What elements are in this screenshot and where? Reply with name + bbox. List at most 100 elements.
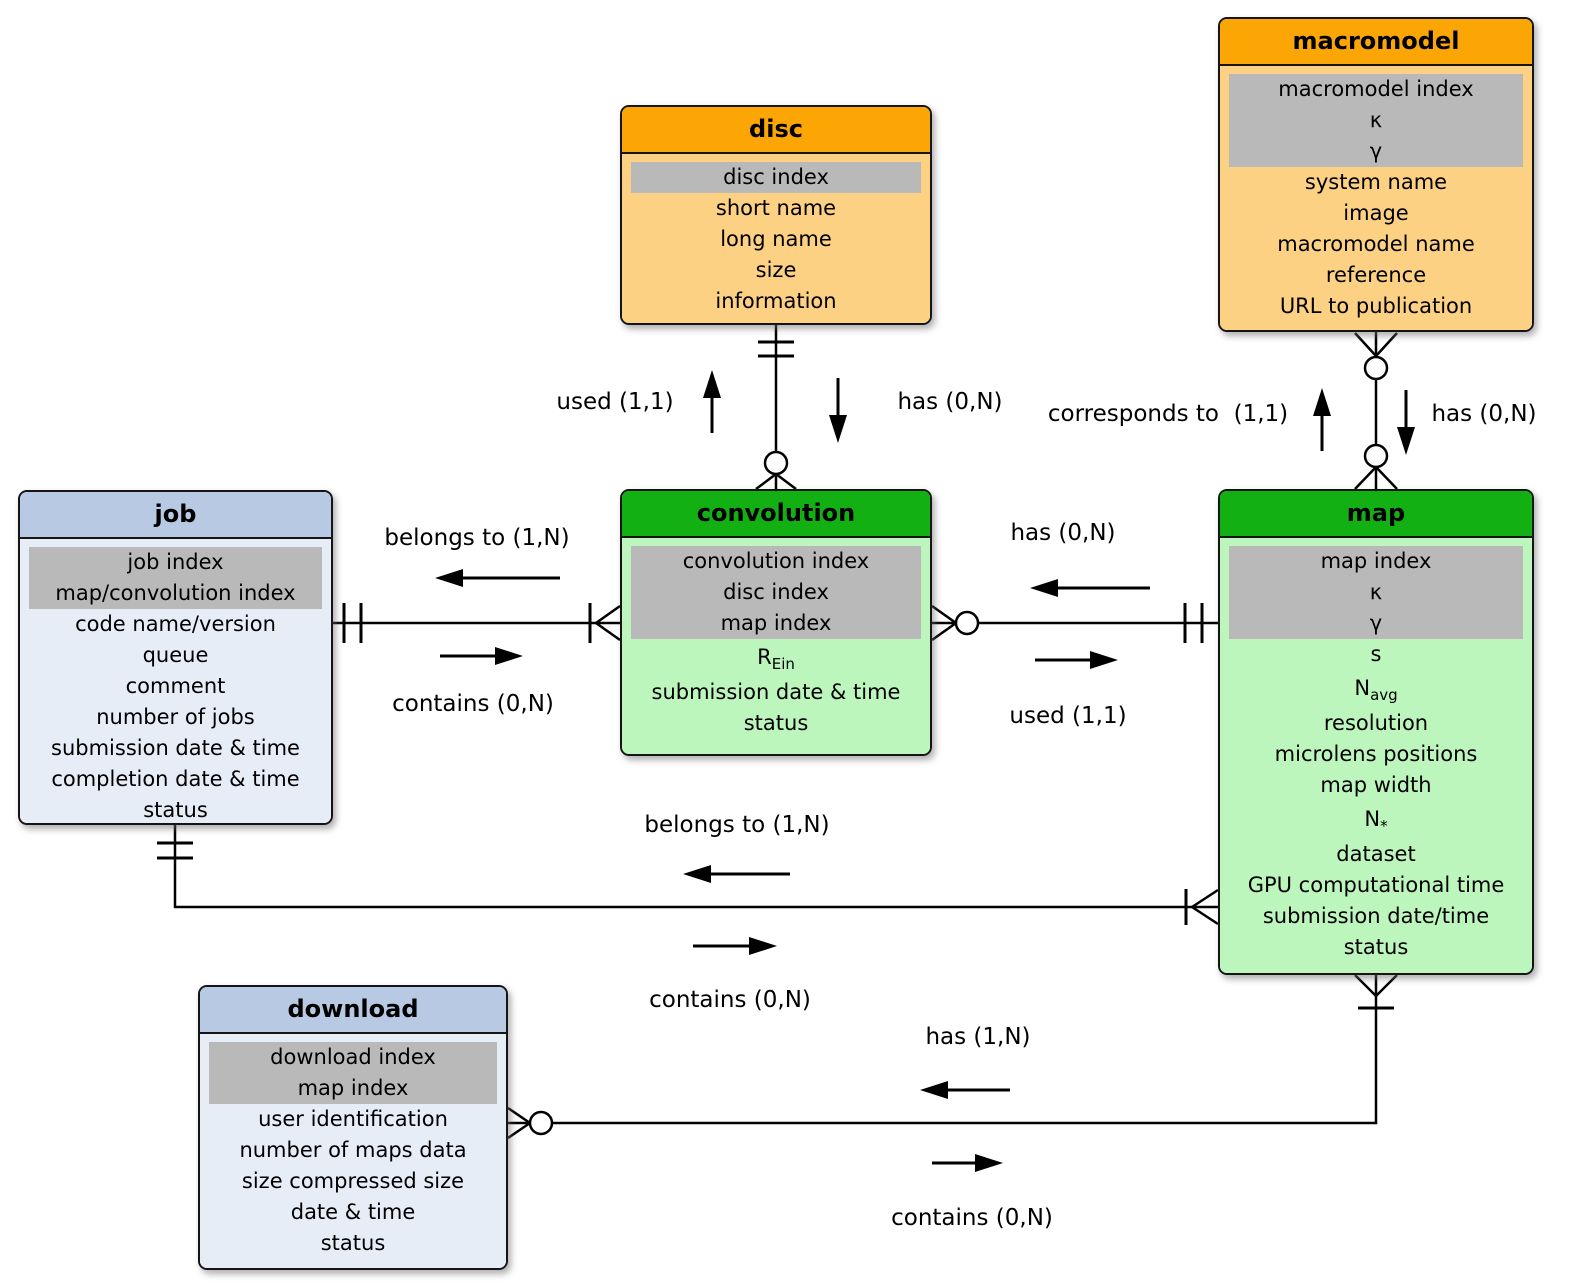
attribute-subscript: avg: [1370, 686, 1398, 705]
crowfoot-icon: [595, 604, 621, 642]
attribute-row: URL to publication: [1279, 294, 1473, 318]
key-attribute-row: job index: [127, 550, 224, 574]
attribute-row: resolution: [1323, 711, 1429, 735]
entity-disc: disc disc index short name long name siz…: [620, 105, 932, 325]
entity-map: map map index κ γ s Navg resolution micr…: [1218, 489, 1534, 975]
attribute-row: submission date & time: [51, 736, 300, 760]
entity-title: macromodel: [1220, 19, 1532, 66]
macromodel-map-connector: [1313, 332, 1415, 490]
relationship-label: has (0,N): [897, 389, 1003, 415]
relationship-label: used (1,1): [1009, 703, 1127, 729]
key-attribute-row: γ: [1369, 611, 1383, 635]
entity-download: download download index map index user i…: [198, 985, 508, 1270]
up-arrow-icon: [703, 370, 721, 433]
relationship-label: used (1,1): [556, 389, 674, 415]
attribute-row: status: [320, 1231, 386, 1255]
attribute-row: information: [715, 289, 837, 313]
attribute-row: map width: [1320, 773, 1432, 797]
relationship-label: has (0,N): [1010, 520, 1116, 546]
entity-convolution: convolution convolution index disc index…: [620, 489, 932, 756]
attribute-row: user identification: [258, 1107, 448, 1131]
key-attribute-row: κ: [1369, 580, 1383, 604]
attribute-row: GPU computational time: [1247, 873, 1505, 897]
key-attribute-row: download index: [270, 1045, 436, 1069]
attribute-row: status: [743, 711, 809, 735]
attribute-row: code name/version: [75, 612, 276, 636]
attribute-row: dataset: [1336, 842, 1416, 866]
one-one-ticks-icon: [342, 603, 363, 643]
relationship-label: contains (0,N): [649, 987, 811, 1013]
relationship-label: contains (0,N): [891, 1205, 1053, 1231]
primary-key-band: map index κ γ: [1229, 546, 1523, 639]
attribute-row: image: [1343, 201, 1409, 225]
relationship-label: contains (0,N): [392, 691, 554, 717]
attribute-row: size: [755, 258, 797, 282]
crowfoot-icon: [1191, 888, 1219, 926]
attribute-row: REin: [622, 639, 930, 677]
job-convolution-connector: [333, 569, 621, 665]
attribute-row: completion date & time: [51, 767, 300, 791]
attribute-row: queue: [142, 643, 209, 667]
attribute-base: N: [1364, 807, 1381, 831]
key-attribute-row: macromodel index: [1278, 77, 1474, 101]
right-arrow-icon: [693, 937, 777, 955]
attribute-row: short name: [715, 196, 837, 220]
map-download-connector: [507, 974, 1398, 1172]
key-attribute-row: convolution index: [682, 549, 870, 573]
primary-key-band: download index map index: [209, 1042, 497, 1104]
one-one-ticks-icon: [157, 841, 193, 860]
optional-circle-icon: [528, 1110, 554, 1136]
primary-key-band: job index map/convolution index: [29, 547, 322, 609]
attribute-row: macromodel name: [1277, 232, 1475, 256]
attribute-subscript: *: [1380, 817, 1388, 836]
crowfoot-icon: [1354, 332, 1398, 357]
entity-title: convolution: [622, 491, 930, 538]
attribute-row: comment: [125, 674, 226, 698]
right-arrow-icon: [440, 647, 523, 665]
job-map-connector: [157, 825, 1219, 955]
attribute-row: system name: [1304, 170, 1448, 194]
relationship-label: has (1,N): [925, 1024, 1031, 1050]
left-arrow-icon: [435, 569, 560, 587]
crowfoot-icon: [507, 1106, 531, 1140]
relationship-label: belongs to (1,N): [384, 525, 570, 551]
relationship-label: corresponds to (1,1): [1047, 401, 1289, 427]
primary-key-band: macromodel index κ γ: [1229, 74, 1523, 167]
left-arrow-icon: [1030, 579, 1150, 597]
optional-circle-icon: [1363, 443, 1389, 469]
attribute-row: N*: [1220, 801, 1532, 839]
attribute-row: status: [143, 798, 208, 822]
left-arrow-icon: [920, 1081, 1010, 1099]
attribute-base: R: [757, 645, 772, 669]
attribute-row: microlens positions: [1274, 742, 1478, 766]
right-arrow-icon: [932, 1154, 1003, 1172]
convolution-map-connector: [931, 579, 1218, 669]
down-arrow-icon: [1397, 390, 1415, 455]
crowfoot-icon: [1354, 974, 1398, 997]
attribute-row: reference: [1325, 263, 1427, 287]
attribute-row: number of jobs: [96, 705, 255, 729]
attribute-row: submission date & time: [651, 680, 901, 704]
disc-convolution-connector: [703, 325, 847, 490]
crowfoot-icon: [931, 604, 957, 642]
entity-job: job job index map/convolution index code…: [18, 490, 333, 825]
left-arrow-icon: [683, 865, 790, 883]
right-arrow-icon: [1035, 651, 1118, 669]
attribute-row: submission date/time: [1262, 904, 1490, 928]
key-attribute-row: map/convolution index: [55, 581, 296, 605]
one-one-ticks-icon: [758, 340, 794, 358]
attribute-row: number of maps data: [239, 1138, 467, 1162]
entity-title: job: [20, 492, 331, 539]
relationship-label: has (0,N): [1431, 401, 1537, 427]
entity-title: map: [1220, 491, 1532, 538]
crowfoot-icon: [1354, 466, 1398, 490]
attribute-base: N: [1354, 676, 1371, 700]
key-attribute-row: map index: [1320, 549, 1432, 573]
optional-circle-icon: [763, 450, 789, 476]
key-attribute-row: γ: [1369, 139, 1383, 163]
one-one-ticks-icon: [1183, 603, 1204, 643]
attribute-subscript: Ein: [771, 655, 795, 674]
entity-title: disc: [622, 107, 930, 154]
attribute-row: Navg: [1220, 670, 1532, 708]
